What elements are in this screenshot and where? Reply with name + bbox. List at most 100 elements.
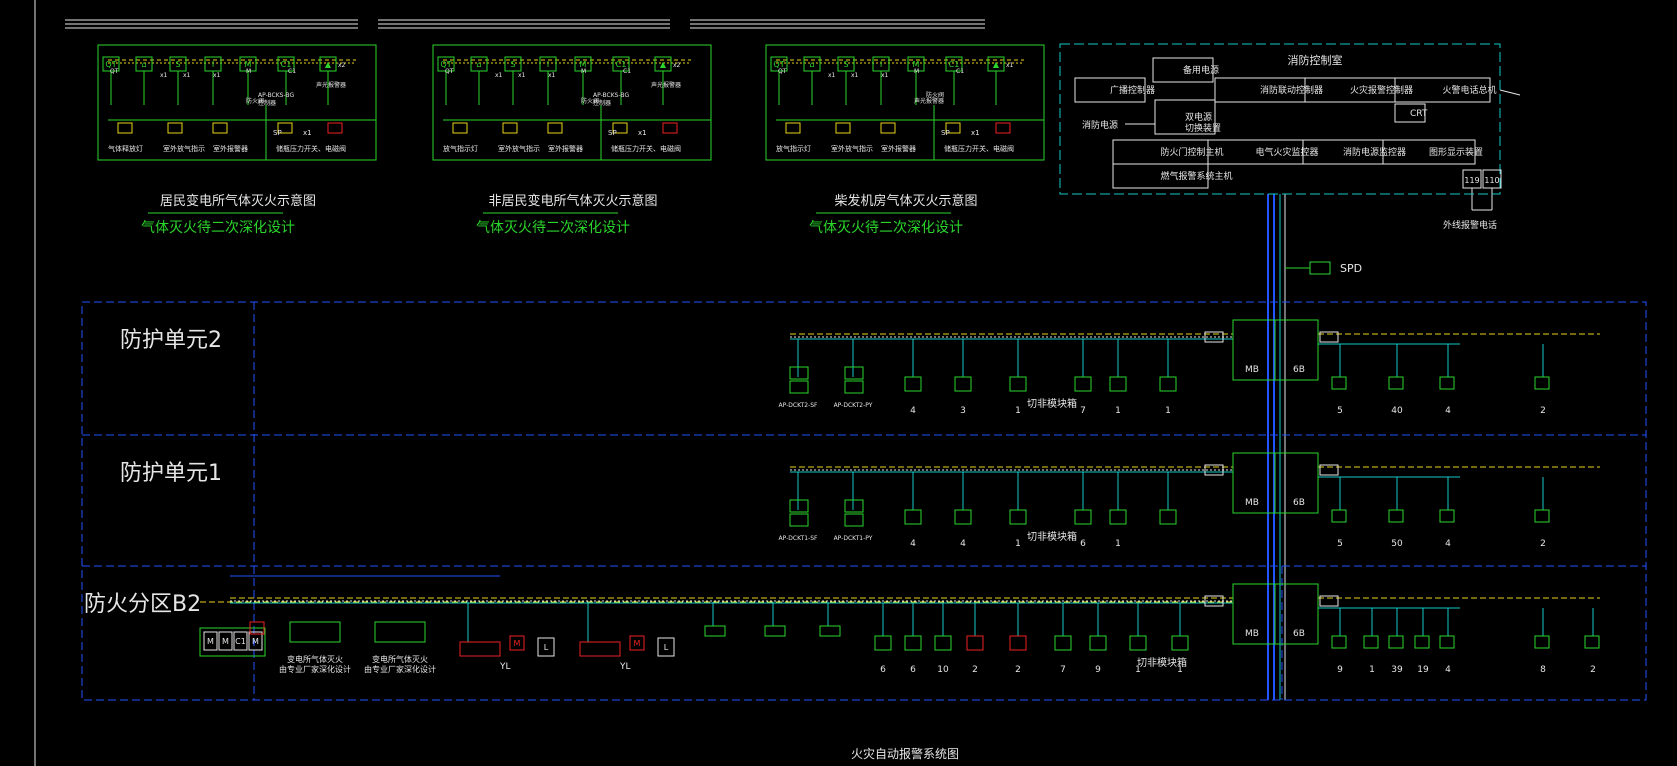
right-device bbox=[1388, 376, 1404, 390]
label: 消防电源监控器 bbox=[1343, 146, 1406, 158]
device-count: 3 bbox=[960, 406, 966, 416]
gas-panel-frame bbox=[765, 44, 1045, 161]
lead-wire bbox=[1499, 89, 1521, 96]
yl-label: YL bbox=[619, 662, 631, 672]
phone-box-119 bbox=[1462, 169, 1482, 189]
gas-top-label: 防火阀 bbox=[246, 97, 264, 105]
right-device bbox=[1388, 635, 1404, 649]
field-device bbox=[904, 509, 922, 525]
field-device bbox=[874, 635, 892, 651]
valve-m bbox=[629, 635, 645, 651]
device-symbol-label: M bbox=[913, 60, 920, 69]
field-device bbox=[1129, 635, 1147, 651]
gas-bottom-label: x1 bbox=[638, 129, 647, 137]
yl-label: YL bbox=[499, 662, 511, 672]
device-count: 1 bbox=[1015, 406, 1021, 416]
right-device-count: 1 bbox=[1369, 665, 1375, 675]
gas-device-bottom bbox=[835, 122, 851, 134]
gas-device-top bbox=[169, 56, 187, 72]
right-device-count: 5 bbox=[1337, 539, 1343, 549]
module-box-label: 切非模块箱 bbox=[1027, 397, 1077, 410]
field-device bbox=[1074, 509, 1092, 525]
device-symbol-label: S bbox=[175, 60, 180, 69]
gas-device-bottom bbox=[212, 122, 228, 134]
device-symbol-label: QT bbox=[105, 60, 116, 69]
gas-device-bottom bbox=[277, 122, 293, 134]
phone-number: 110 bbox=[1484, 176, 1499, 185]
gas-device-top bbox=[945, 56, 963, 72]
gas-top-label: C1 bbox=[623, 68, 631, 75]
right-device bbox=[1534, 635, 1550, 649]
valve-l bbox=[657, 637, 675, 657]
gas-top-label: x1 bbox=[160, 72, 168, 79]
label: 消防联动控制器 bbox=[1260, 84, 1323, 96]
si-box-left bbox=[1204, 331, 1224, 343]
zone-label: 防火分区B2 bbox=[84, 592, 201, 617]
gas-device-top bbox=[539, 56, 557, 72]
right-device-count: 8 bbox=[1540, 665, 1546, 675]
gas-top-label: x1 bbox=[828, 72, 836, 79]
device-count: 4 bbox=[960, 539, 966, 549]
si-box-right bbox=[1319, 331, 1339, 343]
gas-panel-subcaption: 气体灭火待二次深化设计 bbox=[809, 220, 963, 236]
gas-panel-frame bbox=[432, 44, 712, 161]
device-count: 9 bbox=[1095, 665, 1101, 675]
gas-top-label: x2 bbox=[673, 62, 681, 69]
gas-bottom-label: 储瓶压力开关、电磁阀 bbox=[611, 144, 681, 153]
field-device bbox=[954, 376, 972, 392]
b2-gas-cabinet bbox=[374, 621, 426, 643]
field-device bbox=[904, 635, 922, 651]
gas-top-label: x1 bbox=[213, 72, 221, 79]
right-device-count: 2 bbox=[1590, 665, 1596, 675]
gas-top-label: 声光报警器 bbox=[651, 81, 681, 89]
gas-device-bottom bbox=[117, 122, 133, 134]
right-device bbox=[1439, 376, 1455, 390]
control-room-cell bbox=[1154, 99, 1216, 135]
control-room-title: 消防控制室 bbox=[1288, 53, 1343, 67]
field-device bbox=[1109, 376, 1127, 392]
ap-device bbox=[789, 380, 809, 394]
phone-box-110 bbox=[1482, 169, 1502, 189]
right-device bbox=[1439, 509, 1455, 523]
b2-gas-note: 变电所气体灭火由专业厂家深化设计 bbox=[364, 654, 436, 674]
gas-bottom-label: x1 bbox=[303, 129, 312, 137]
device-symbol-label: M bbox=[252, 637, 259, 646]
ap-device-label: AP-DCKT2-PY bbox=[834, 402, 873, 409]
device-count: 1 bbox=[1015, 539, 1021, 549]
gas-top-label: QT bbox=[778, 68, 787, 75]
device-symbol-label: M bbox=[580, 60, 587, 69]
ap-device bbox=[844, 499, 864, 513]
gas-top-label: M bbox=[246, 68, 251, 75]
b2-gas-note: 变电所气体灭火由专业厂家深化设计 bbox=[279, 654, 351, 674]
mkx-device bbox=[764, 625, 786, 637]
device-symbol-label: C1 bbox=[281, 60, 292, 69]
device-symbol-label: L bbox=[664, 643, 669, 652]
gas-panel-subcaption: 气体灭火待二次深化设计 bbox=[476, 220, 630, 236]
valve-l bbox=[537, 637, 555, 657]
spd-box bbox=[1309, 261, 1331, 275]
label: 备用电源 bbox=[1183, 64, 1219, 76]
gas-bottom-label: 放气指示灯 bbox=[776, 144, 811, 153]
gas-device-bottom bbox=[785, 122, 801, 134]
field-device bbox=[1009, 376, 1027, 392]
gas-top-label: 防火阀 bbox=[581, 97, 599, 105]
gas-bottom-label: x1 bbox=[971, 129, 980, 137]
field-device bbox=[1054, 635, 1072, 651]
gas-bottom-label: SP bbox=[273, 129, 282, 137]
gas-device-bottom bbox=[662, 122, 678, 134]
module-box-label: 切非模块箱 bbox=[1137, 656, 1187, 669]
field-device bbox=[1159, 509, 1177, 525]
zone-label: 防护单元2 bbox=[120, 328, 222, 353]
device-symbol-label: I bbox=[880, 60, 882, 69]
label: 火灾报警控制器 bbox=[1350, 84, 1413, 96]
right-device-count: 4 bbox=[1445, 539, 1451, 549]
gas-bottom-label: 室外放气指示 bbox=[831, 144, 873, 153]
b2-gas-unit bbox=[199, 627, 266, 657]
device-count: 1 bbox=[1177, 665, 1183, 675]
right-device-count: 19 bbox=[1417, 665, 1429, 675]
field-device bbox=[954, 509, 972, 525]
valve-box bbox=[459, 641, 501, 657]
device-count: 7 bbox=[1060, 665, 1066, 675]
ap-device bbox=[789, 499, 809, 513]
gas-device-bottom bbox=[167, 122, 183, 134]
